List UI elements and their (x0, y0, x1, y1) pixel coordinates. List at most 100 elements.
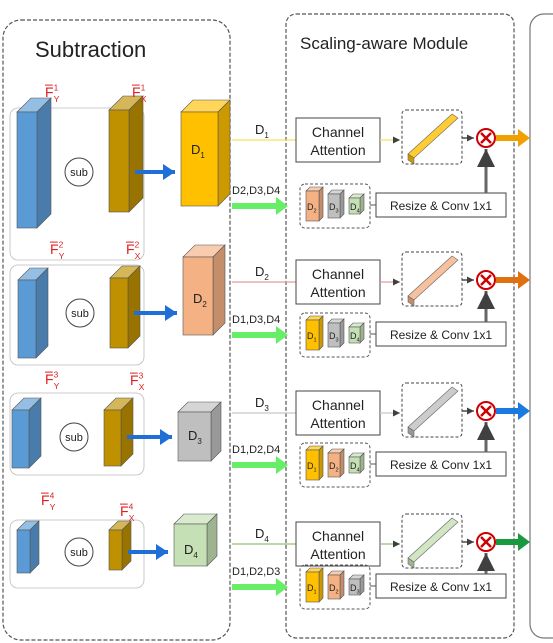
mini-map (327, 189, 345, 219)
fy-feature-4 (16, 520, 40, 574)
channel-attention-label: Attention (310, 546, 365, 562)
resize-conv-label: Resize & Conv 1x1 (390, 199, 492, 213)
feature-group-3: sub D3 (9, 392, 222, 476)
weight-box (401, 109, 463, 165)
sub-operator (59, 422, 89, 452)
fx-feature-2 (109, 265, 141, 349)
channel-attention-box (295, 117, 381, 163)
resize-conv-label: Resize & Conv 1x1 (390, 458, 492, 472)
sub-label: sub (70, 547, 88, 559)
mini-map (348, 322, 365, 344)
mini-stack-box (299, 183, 371, 229)
green-arrow (232, 578, 288, 596)
output-arrow (496, 533, 530, 551)
mini-map (327, 570, 345, 600)
multiply-cross (480, 536, 492, 548)
mini-map-label: D4 (350, 202, 360, 215)
weight-box (401, 382, 463, 438)
channel-attention-label: Channel (312, 528, 364, 544)
difference-label-2: D2 (193, 291, 207, 309)
mini-map-label: D3 (329, 202, 339, 215)
mini-map-label: D3 (350, 583, 360, 596)
mini-stack-box (299, 564, 371, 610)
row-d-label: D2 (255, 264, 269, 282)
difference-map-3 (177, 401, 222, 462)
multiply-cross (480, 274, 492, 286)
output-arrow (496, 271, 530, 289)
mini-map (305, 186, 324, 222)
channel-attention-label: Channel (312, 124, 364, 140)
mini-map (348, 574, 365, 596)
mini-map-label: D3 (329, 331, 339, 344)
multiply-cross (480, 405, 492, 417)
row-d-label: D3 (255, 395, 269, 413)
mini-map (305, 315, 324, 351)
resize-conv-label: Resize & Conv 1x1 (390, 580, 492, 594)
output-arrow (496, 402, 530, 420)
difference-label-4: D4 (184, 542, 198, 560)
mini-map (327, 448, 345, 478)
channel-attention-label: Attention (310, 415, 365, 431)
green-arrow (232, 326, 288, 344)
channel-weight-bar (407, 113, 459, 165)
weight-box (401, 513, 463, 569)
difference-map-1 (180, 99, 231, 207)
others-label: D1,D2,D4 (232, 444, 280, 456)
mini-map-label: D1 (307, 331, 317, 344)
channel-weight-bar (407, 386, 459, 438)
sub-operator (64, 537, 94, 567)
fy-feature-2 (17, 267, 49, 359)
mini-map-label: D2 (329, 461, 339, 474)
mini-map-label: D1 (307, 583, 317, 596)
resize-conv-box (375, 573, 507, 599)
feature-group-4: sub D4 (9, 513, 218, 589)
channel-weight-bar (407, 517, 459, 569)
sub-label: sub (70, 167, 88, 179)
fx-feature-1 (108, 95, 144, 213)
channel-weight-bar (407, 255, 459, 307)
mini-map (348, 193, 365, 215)
green-arrow (232, 197, 288, 215)
resize-conv-box (375, 321, 507, 347)
multiply-cross (480, 132, 492, 144)
difference-map-2 (182, 244, 226, 336)
mini-map (305, 567, 324, 603)
others-label: D1,D3,D4 (232, 314, 280, 326)
sub-label: sub (65, 432, 83, 444)
next-panel-edge (529, 13, 553, 639)
others-label: D2,D3,D4 (232, 185, 280, 197)
mini-map (305, 445, 324, 481)
fx-feature-3 (103, 397, 134, 467)
difference-label-3: D3 (188, 428, 202, 446)
difference-map-4 (173, 513, 218, 567)
mini-map (327, 318, 345, 348)
fx-feature-4 (108, 520, 132, 571)
mini-map-label: D4 (350, 461, 360, 474)
channel-attention-label: Attention (310, 142, 365, 158)
fy-feature-3 (11, 397, 42, 469)
sub-label: sub (71, 308, 89, 320)
scaling-panel (285, 13, 515, 639)
resize-conv-label: Resize & Conv 1x1 (390, 328, 492, 342)
subtraction-title: Subtraction (35, 37, 146, 62)
others-label: D1,D2,D3 (232, 566, 280, 578)
channel-attention-box (295, 259, 381, 305)
row-d-label: D1 (255, 122, 269, 140)
mini-stack-box (299, 442, 371, 488)
mini-map-label: D2 (329, 583, 339, 596)
channel-attention-label: Attention (310, 284, 365, 300)
mini-map (348, 452, 365, 474)
weight-box (401, 251, 463, 307)
channel-attention-label: Channel (312, 397, 364, 413)
